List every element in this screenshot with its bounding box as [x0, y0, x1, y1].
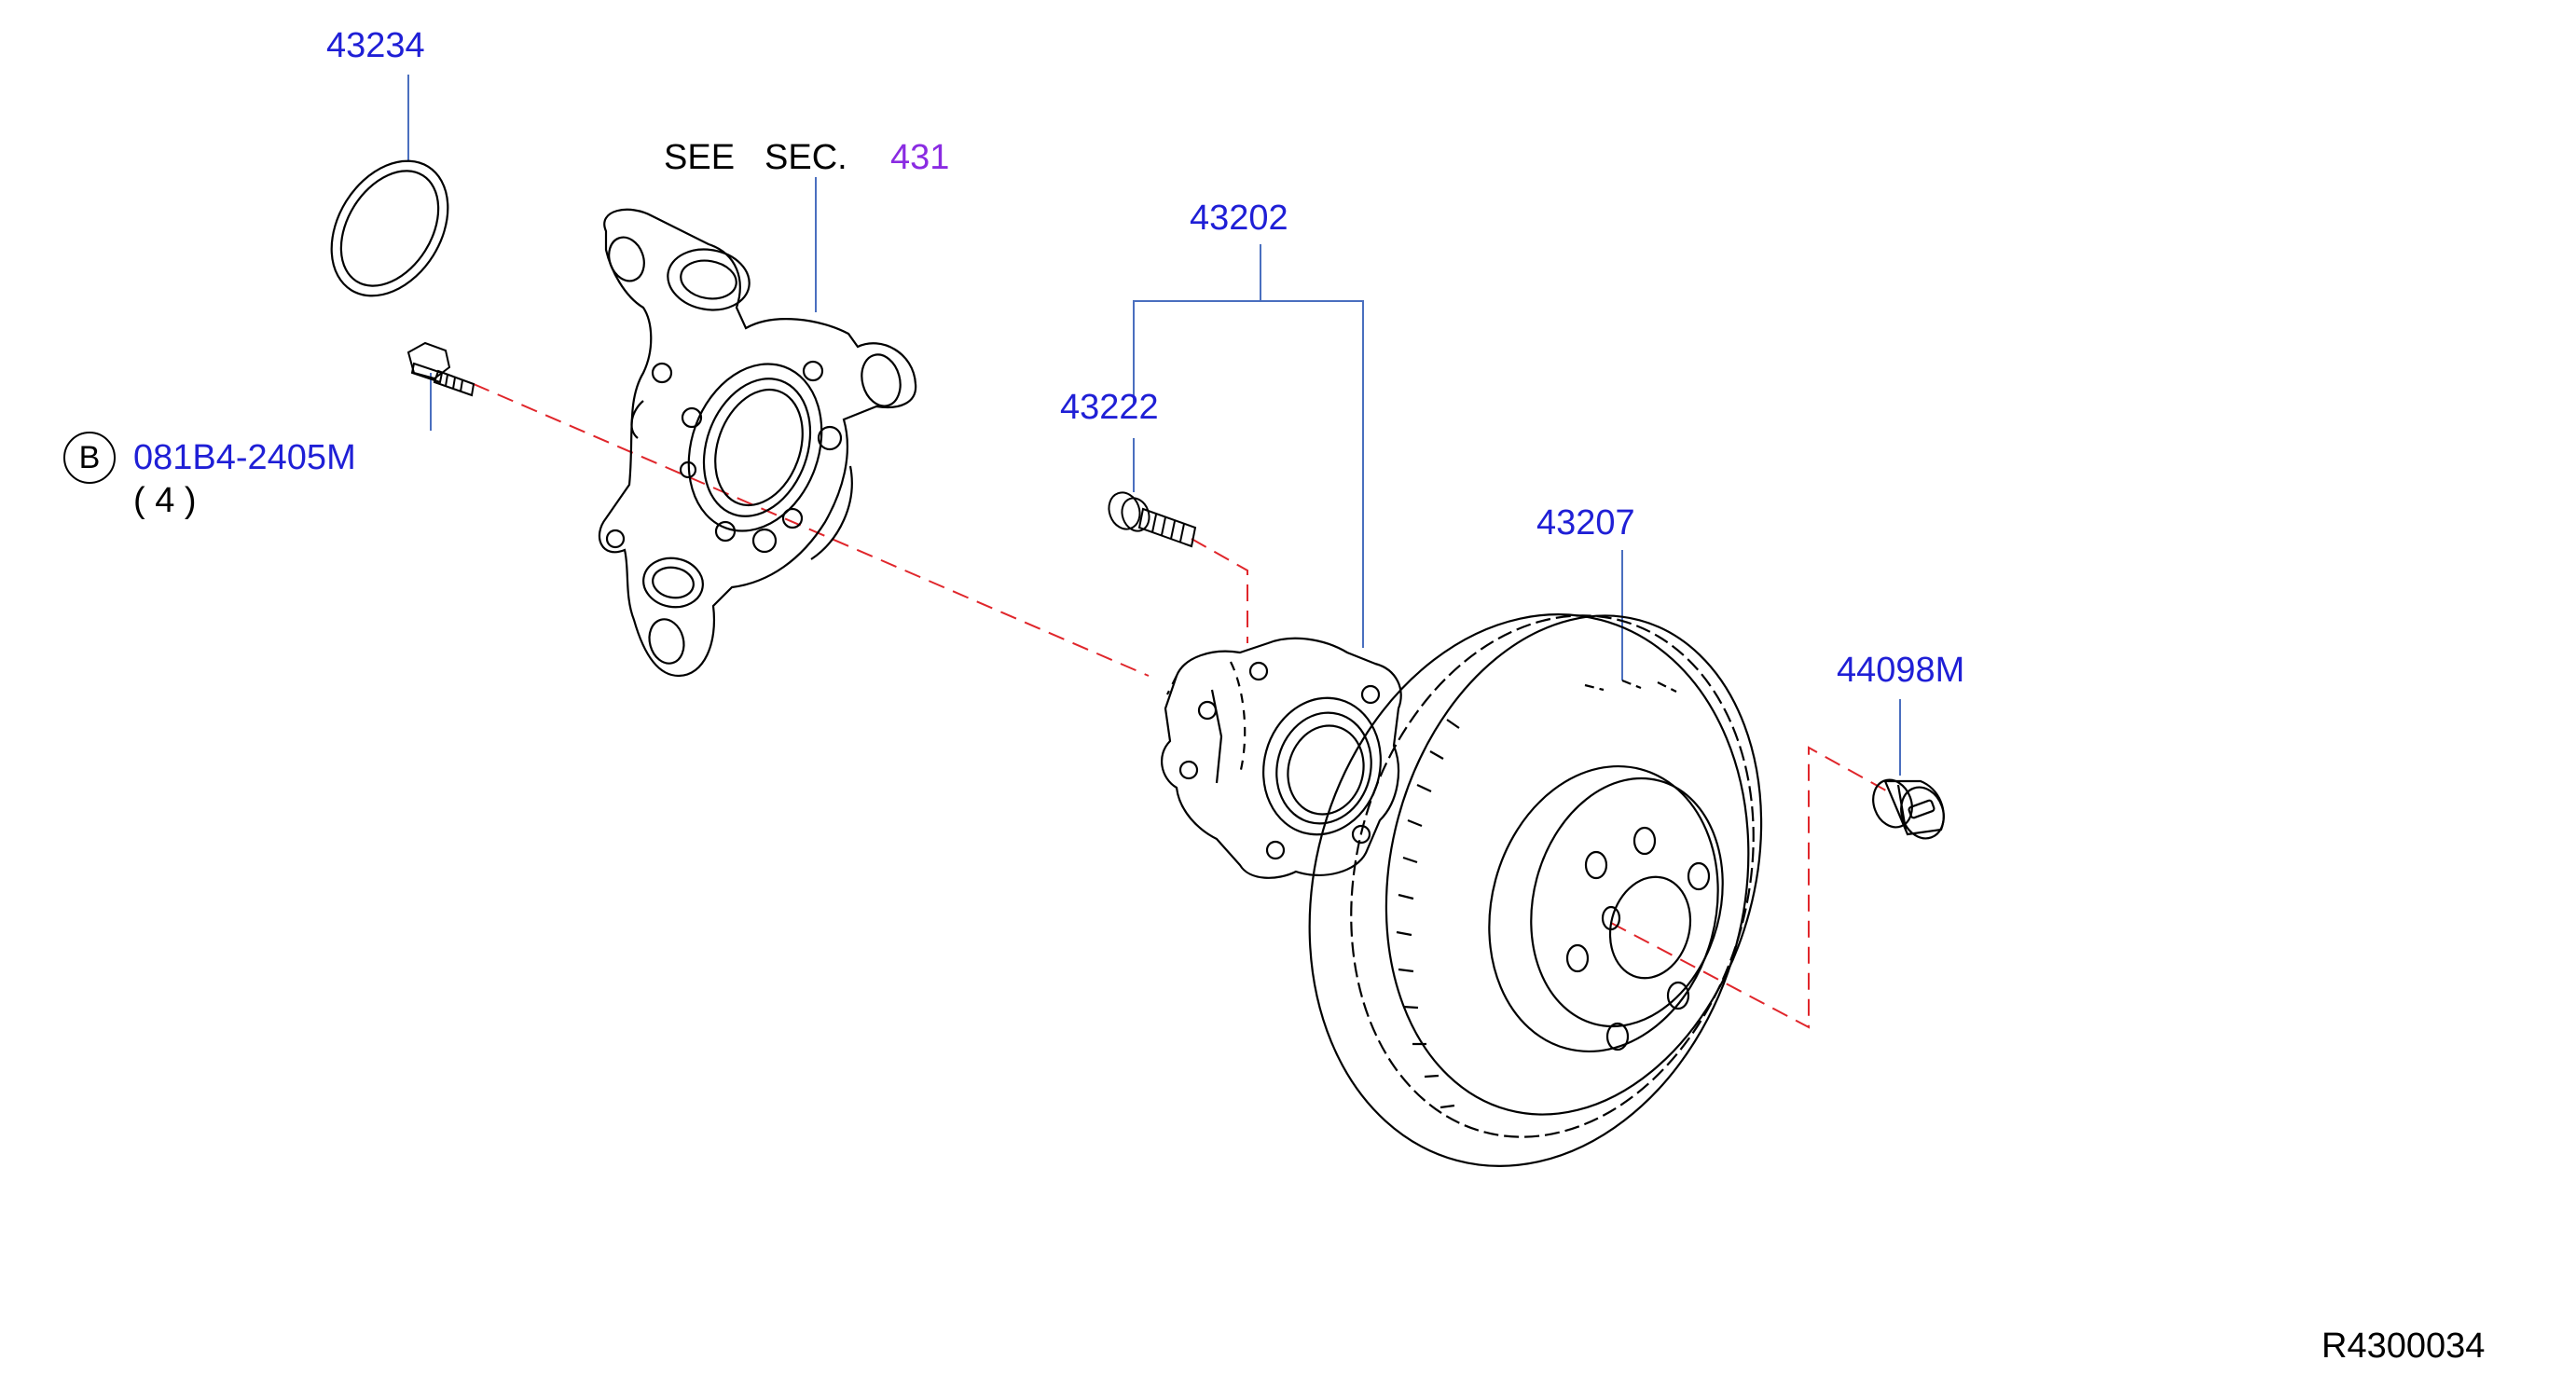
- centerlines: [473, 383, 1894, 1029]
- steering-knuckle[interactable]: [598, 208, 917, 678]
- centerline-plug: [1610, 746, 1894, 1029]
- callout-section-ref[interactable]: 431: [890, 138, 950, 177]
- brake-rotor[interactable]: [1249, 565, 1815, 1216]
- callout-rotor[interactable]: 43207: [1536, 503, 1635, 543]
- callout-hub-assembly[interactable]: 43202: [1190, 199, 1288, 238]
- callout-sec: SEC.: [765, 138, 847, 177]
- bolt-symbol-circle: B: [63, 432, 116, 484]
- hub-bolt[interactable]: [1104, 488, 1197, 548]
- centerline-main: [473, 383, 1150, 677]
- callout-seal[interactable]: 43234: [326, 26, 425, 65]
- flange-bolt[interactable]: [406, 341, 475, 397]
- callout-see: SEE: [664, 138, 736, 177]
- callout-hub-bolt[interactable]: 43222: [1060, 388, 1159, 427]
- access-plug[interactable]: [1867, 775, 1950, 845]
- diagram-id: R4300034: [2321, 1326, 2486, 1366]
- leader-hub-bracket: [1133, 300, 1364, 648]
- centerline-hub-bolt: [1191, 538, 1248, 643]
- leader-lines: [407, 75, 1901, 776]
- seal-ring[interactable]: [308, 140, 472, 318]
- callout-plug[interactable]: 44098M: [1837, 651, 1965, 690]
- callout-bolt-part[interactable]: 081B4-2405M: [133, 438, 356, 477]
- callout-bolt-qty: ( 4 ): [133, 481, 197, 520]
- hub-assembly[interactable]: [1161, 637, 1402, 879]
